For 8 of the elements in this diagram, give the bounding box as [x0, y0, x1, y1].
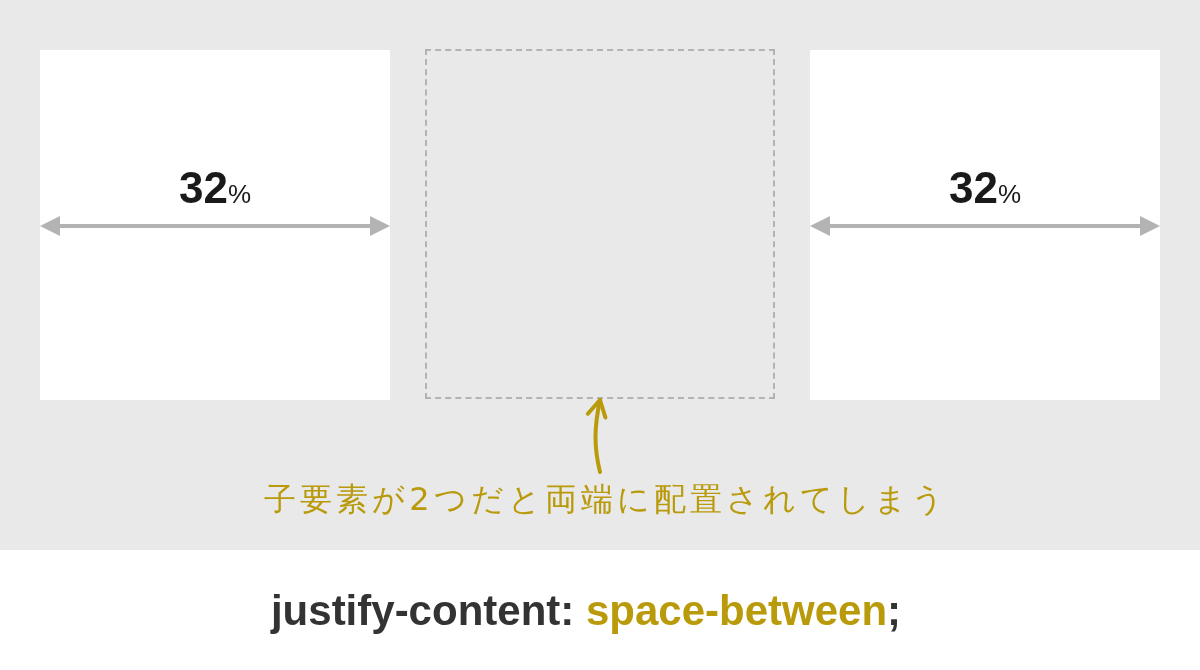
item-box: [810, 50, 1160, 400]
empty-slot-box: [425, 49, 775, 399]
item-box: [40, 50, 390, 400]
arrow: [586, 398, 608, 474]
dimension-label: 32%: [948, 164, 1022, 214]
caption: justify-content: space-between;: [270, 586, 902, 636]
annotation-text: 子要素が2つだと両端に配置されてしまう: [260, 472, 948, 526]
dimension-label: 32%: [178, 164, 252, 214]
